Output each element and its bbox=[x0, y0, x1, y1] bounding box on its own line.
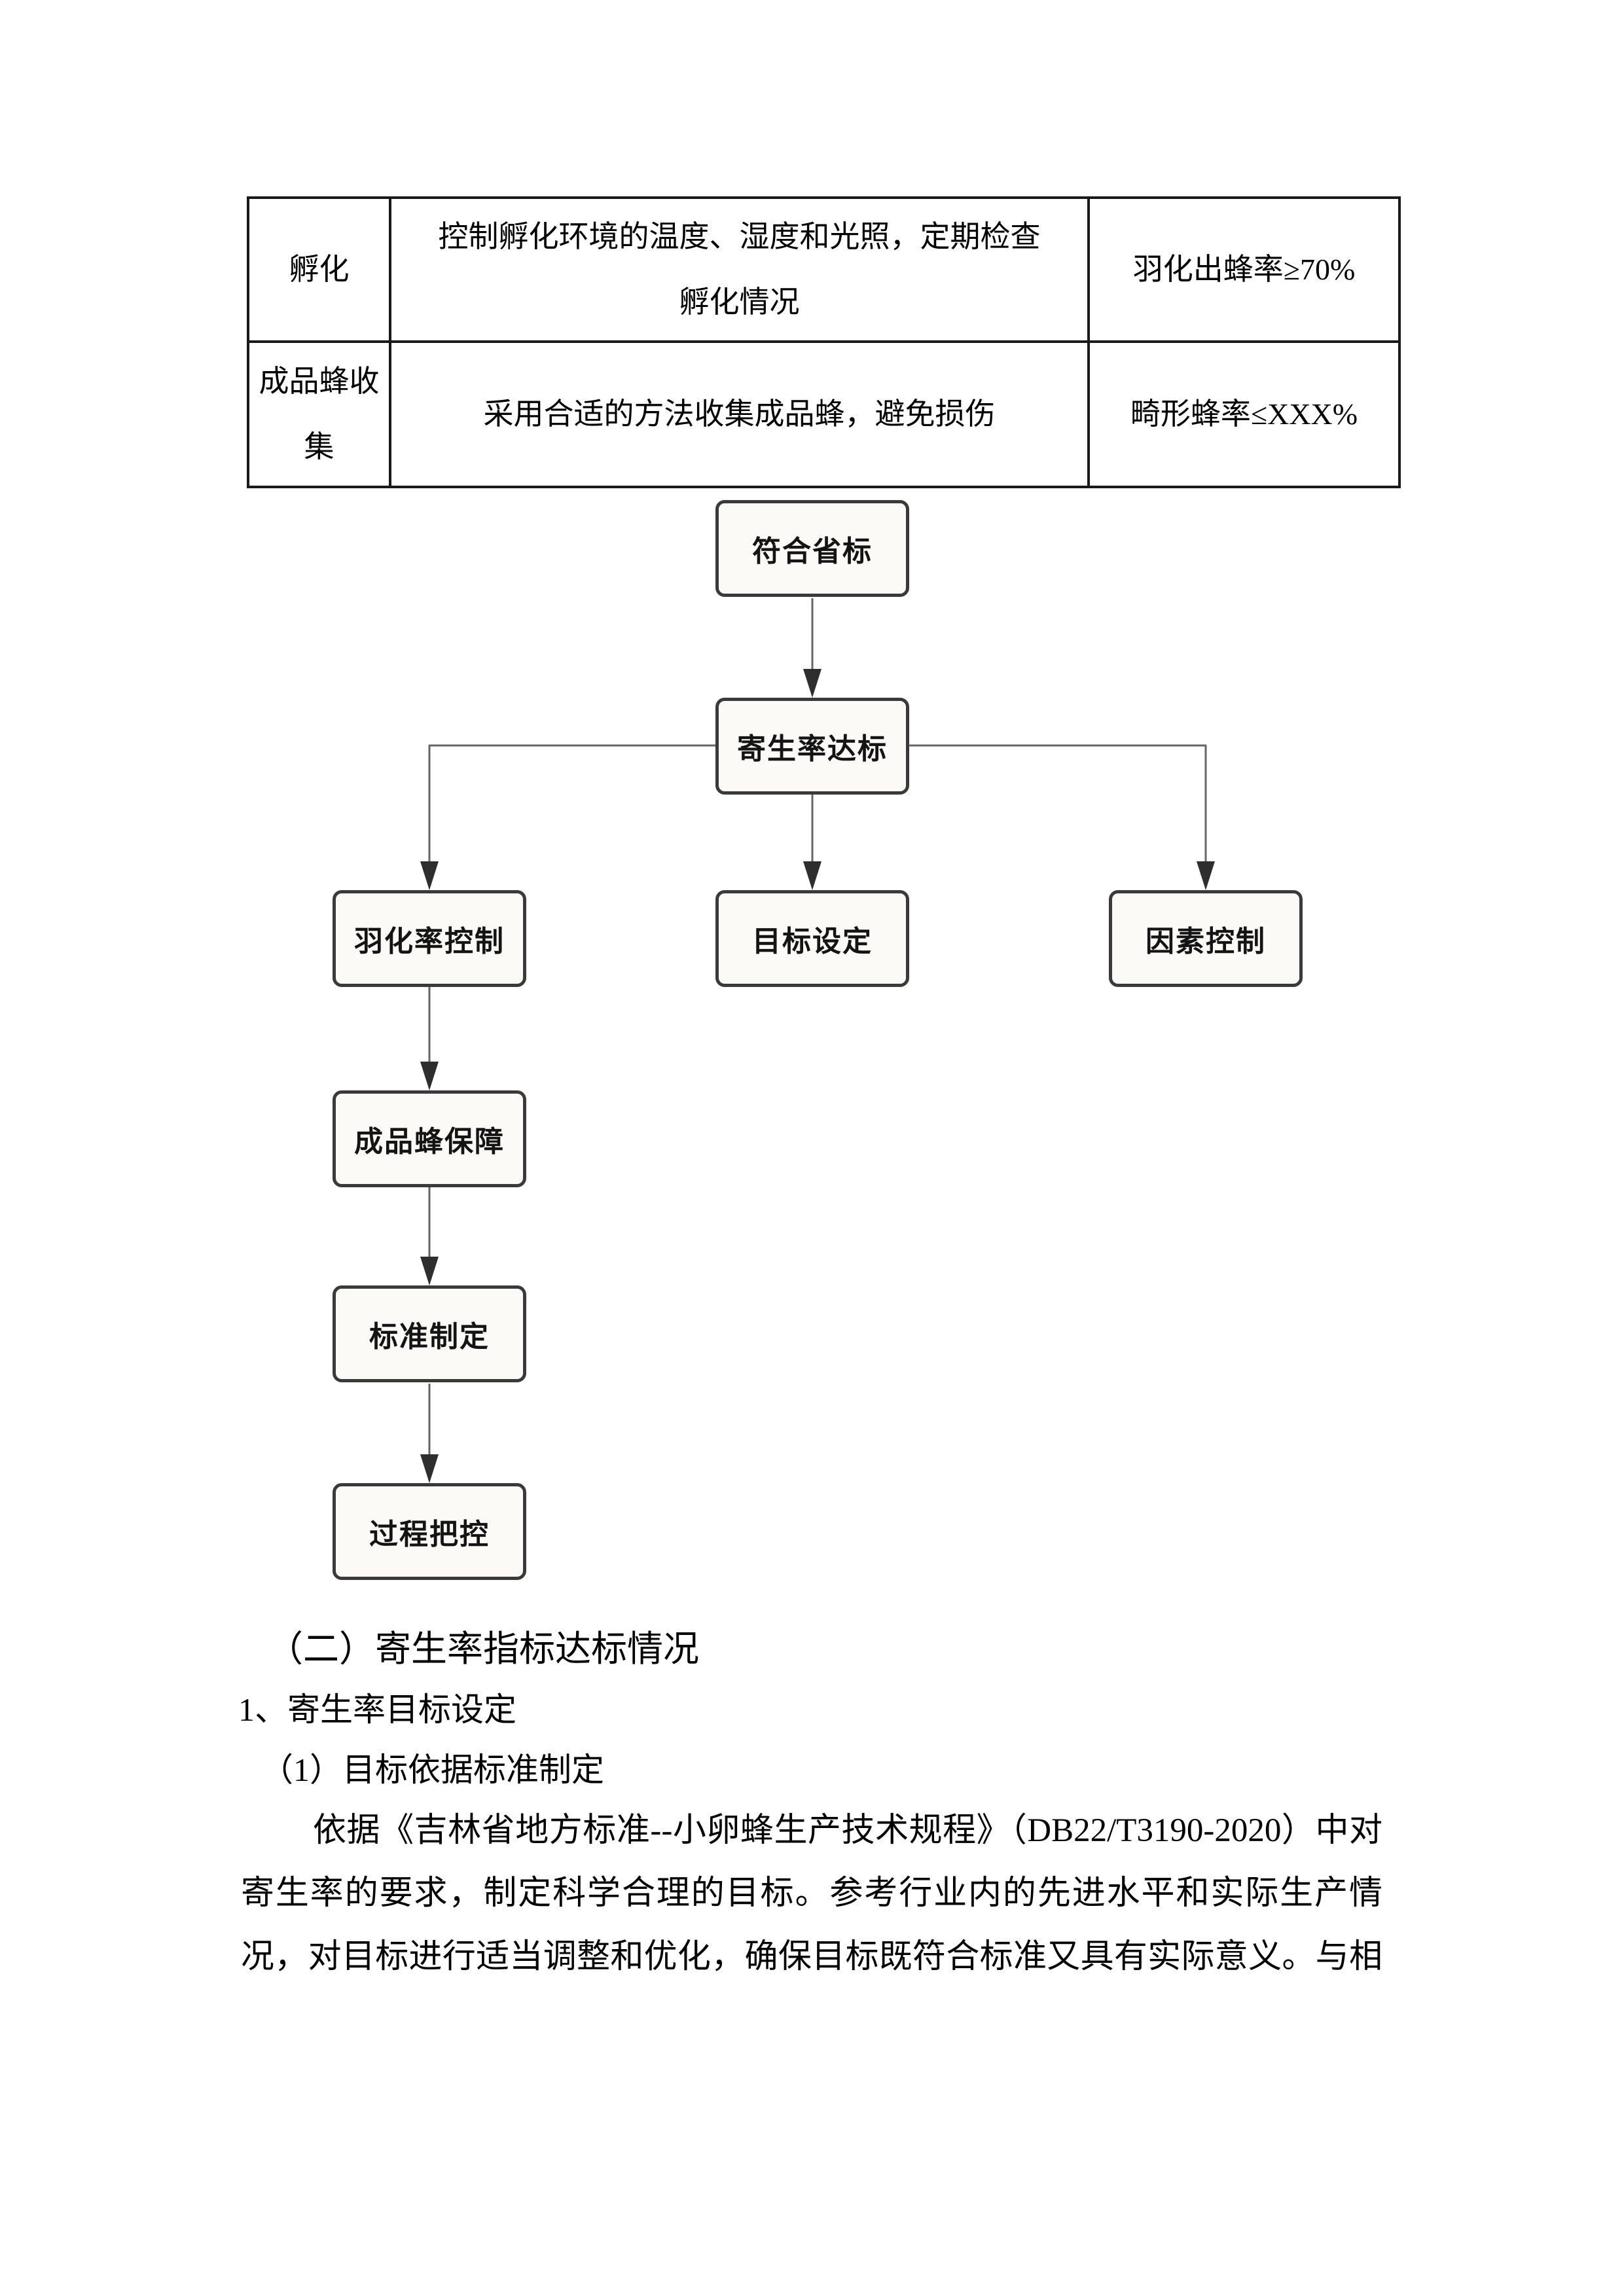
flow-node-goal-setting: 目标设定 bbox=[715, 890, 909, 987]
measure-cell: 控制孵化环境的温度、湿度和光照，定期检查孵化情况 bbox=[389, 196, 1090, 343]
table-row-collect: 成品蜂收集 采用合适的方法收集成品蜂，避免损伤 畸形蜂率≤XXX% bbox=[247, 340, 1401, 488]
flow-node-factor-control: 因素控制 bbox=[1109, 890, 1303, 987]
edge-n6-n7 bbox=[420, 1187, 439, 1285]
paragraph-line: 依据《吉林省地方标准--小卵蜂生产技术规程》（DB22/T3190-2020）中… bbox=[313, 1812, 1382, 1849]
edge-n2-n3 bbox=[420, 744, 715, 890]
paragraph-line: 况，对目标进行适当调整和优化，确保目标既符合标准又具有实际意义。与相 bbox=[241, 1939, 1382, 1975]
subheading-standard-basis: （1）目标依据标准制定 bbox=[261, 1751, 604, 1788]
edge-n1-n2 bbox=[803, 598, 821, 698]
indicator-cell: 畸形蜂率≤XXX% bbox=[1087, 340, 1401, 488]
edge-n7-n8 bbox=[420, 1384, 439, 1483]
spec-table: 孵化 控制孵化环境的温度、湿度和光照，定期检查孵化情况 羽化出蜂率≥70% 成品… bbox=[247, 196, 1401, 488]
stage-cell: 成品蜂收集 bbox=[247, 340, 391, 488]
section-heading: （二）寄生率指标达标情况 bbox=[267, 1629, 700, 1669]
indicator-cell: 羽化出蜂率≥70% bbox=[1087, 196, 1401, 343]
measure-cell: 采用合适的方法收集成品蜂，避免损伤 bbox=[389, 340, 1090, 488]
table-row-hatch: 孵化 控制孵化环境的温度、湿度和光照，定期检查孵化情况 羽化出蜂率≥70% bbox=[247, 196, 1401, 343]
flow-node-compliance: 符合省标 bbox=[715, 500, 909, 597]
flow-node-product-bee-guarantee: 成品蜂保障 bbox=[333, 1090, 526, 1187]
edge-n3-n6 bbox=[420, 987, 439, 1090]
stage-cell: 孵化 bbox=[247, 196, 391, 343]
flow-node-parasitism-target-met: 寄生率达标 bbox=[715, 698, 909, 795]
subheading-goal-setting: 1、寄生率目标设定 bbox=[238, 1691, 516, 1728]
edge-n2-n4 bbox=[803, 795, 821, 890]
flow-node-process-control: 过程把控 bbox=[333, 1483, 526, 1580]
paragraph-line: 寄生率的要求，制定科学合理的目标。参考行业内的先进水平和实际生产情 bbox=[241, 1875, 1382, 1912]
edge-n2-n5 bbox=[909, 744, 1215, 890]
flow-node-emergence-control: 羽化率控制 bbox=[333, 890, 526, 987]
flow-node-standard-setting: 标准制定 bbox=[333, 1285, 526, 1382]
